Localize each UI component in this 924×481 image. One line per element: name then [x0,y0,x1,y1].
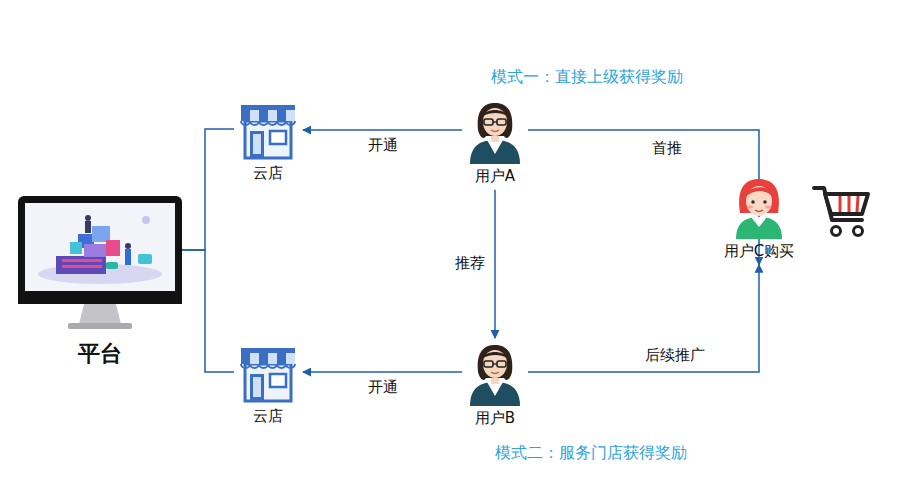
mode-caption: 模式一：直接上级获得奖励 [491,67,683,86]
cloud-store: 云店 [236,344,300,426]
node-icon [18,196,182,332]
buyer-figure: 用户C购买 [724,177,794,261]
node-icon [236,101,300,161]
node-label: 云店 [253,407,283,426]
connector [528,265,759,372]
node-icon [466,100,524,164]
edge-label: 后续推广 [642,346,708,364]
connector [494,190,496,338]
node-label: 用户B [475,409,515,428]
node-label: 用户C购买 [724,242,794,261]
node-label: 云店 [253,164,283,183]
edge-label: 开通 [365,136,401,154]
node-label: 平台 [78,340,122,368]
node-icon [466,342,524,406]
cloud-store: 云店 [236,101,300,183]
node-label: 用户A [475,167,515,186]
edge-label: 首推 [649,139,685,157]
user-figure: 用户A [466,100,524,186]
connector [182,250,234,372]
platform-monitor: 平台 [18,196,182,368]
connector [303,129,462,131]
connector [182,129,234,250]
node-icon [732,177,786,239]
connector [303,371,462,373]
edge-label: 推荐 [452,254,488,272]
edge-label: 开通 [365,378,401,396]
mode-caption: 模式二：服务门店获得奖励 [495,443,687,462]
node-icon [236,344,300,404]
user-figure: 用户B [466,342,524,428]
shopping-cart-icon [814,188,868,236]
